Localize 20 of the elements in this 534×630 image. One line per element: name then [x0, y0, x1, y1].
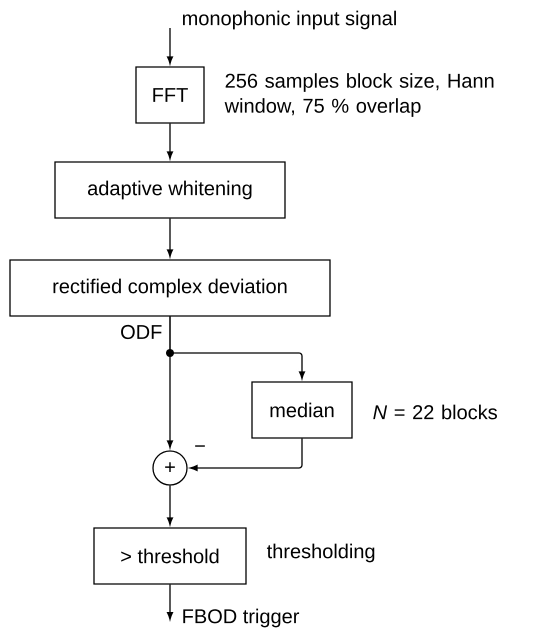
arrow [166, 124, 174, 160]
annotation: thresholding [266, 544, 374, 562]
arrow [166, 486, 174, 526]
summing-junction: + [152, 450, 188, 486]
edge-label: ODF [121, 324, 162, 340]
sign-label: − [195, 445, 205, 447]
process-box: adaptive whitening [54, 161, 286, 219]
process-box: rectified complex deviation [9, 259, 331, 317]
edge-label: monophonic input signal [182, 10, 396, 30]
annotation: N = 22 blocks [373, 404, 497, 420]
process-box: > threshold [93, 527, 247, 585]
annotation: 256 samples block size, Hann window, 75 % overlap [224, 73, 494, 117]
process-box: median [251, 381, 353, 439]
arrow [169, 316, 306, 380]
arrow [190, 438, 303, 472]
arrow [166, 584, 174, 620]
process-box: FFT [135, 66, 205, 124]
arrow [166, 218, 174, 258]
edge-label: FBOD trigger [183, 608, 300, 628]
arrow [166, 28, 174, 64]
